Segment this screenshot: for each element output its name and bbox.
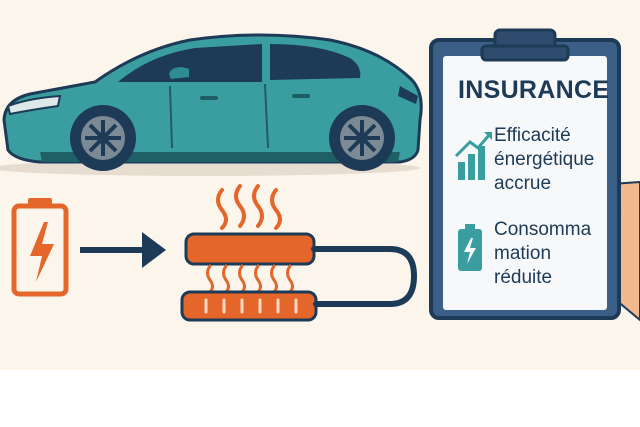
taillight [398,86,418,104]
electric-car-icon [2,33,423,171]
side-mirror [166,64,191,82]
arrow-right-icon [80,232,166,268]
clipboard-title: INSURANCE [458,76,610,104]
door-line [264,83,269,149]
rear-window [270,44,361,80]
front-spokes [85,120,121,156]
clipboard-item-efficiency: Efficacité énergétique accrue [494,125,595,194]
heating-element-icon [180,232,418,322]
front-window [118,44,262,82]
illustration-scene: INSURANCE Efficacité énergétique accrue … [0,0,640,370]
bottom-blank-area [0,370,640,427]
headlight [6,94,62,116]
door-line [169,85,173,149]
clipboard [429,28,621,320]
door-handle [200,96,218,100]
rear-spokes [344,120,380,156]
clipboard-item-consumption: Consomma mation réduite [494,219,592,288]
bar-chart-growth-icon [454,132,492,180]
battery-icon [458,224,482,271]
door-handle [292,94,310,98]
heat-waves-icon [216,184,282,230]
battery-bolt-icon [11,198,69,297]
illustration-canvas [0,28,640,322]
